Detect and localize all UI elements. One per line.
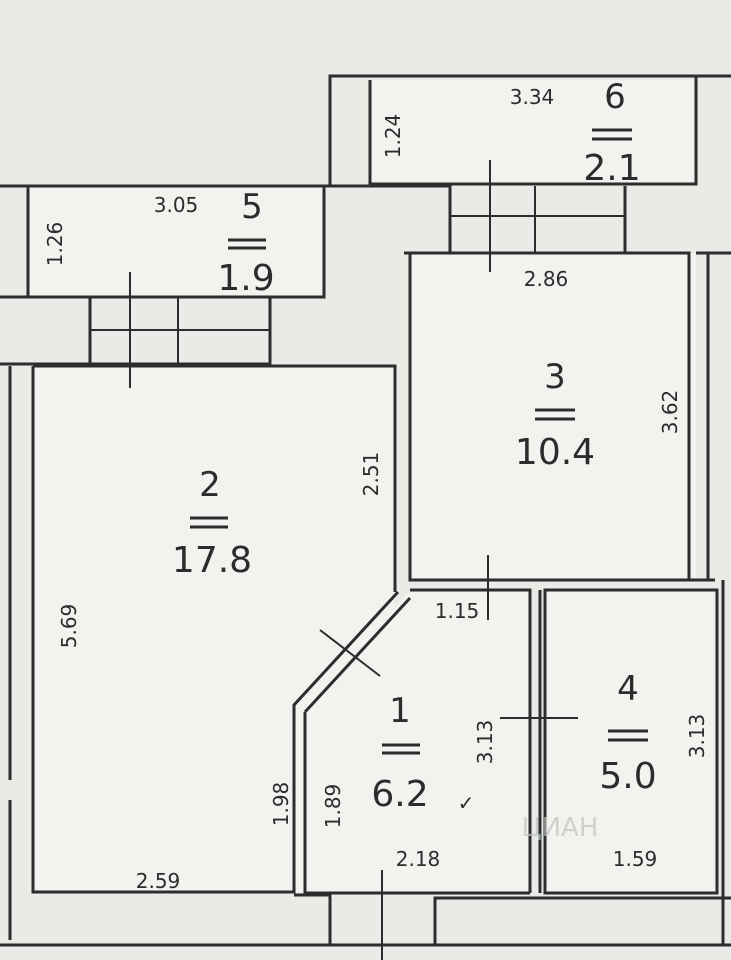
dim-1-89: 1.89 [321,784,345,829]
room-6-area: 2.1 [583,148,640,189]
room-5-floor [28,186,324,297]
room-4-number: 4 [617,669,639,709]
dim-2-86: 2.86 [524,267,569,291]
room-1-floor [305,590,530,893]
dim-2-18: 2.18 [396,847,441,871]
room-2-number: 2 [199,465,221,505]
room-3-area: 10.4 [515,432,595,473]
dim-2-51: 2.51 [359,452,383,497]
dim-2-59: 2.59 [136,869,181,893]
dim-1-26: 1.26 [43,222,67,267]
room-3-number: 3 [544,357,566,397]
walls [0,74,731,947]
window-marks [90,160,625,960]
room-4-area: 5.0 [599,756,656,797]
dim-3-13-room-4: 3.13 [685,714,709,759]
room-3-floor [410,253,696,580]
dim-1-15: 1.15 [435,599,480,623]
dim-3-34: 3.34 [510,85,555,109]
room-6-floor [370,80,696,184]
dim-1-98: 1.98 [269,782,293,827]
room-5-area: 1.9 [217,258,274,299]
dim-1-24: 1.24 [381,114,405,159]
dim-3-05: 3.05 [154,193,199,217]
room-1-number: 1 [389,691,411,731]
room-2-area: 17.8 [172,540,252,581]
dim-5-69: 5.69 [57,604,81,649]
watermark: ЦИАН [522,813,599,843]
dim-3-13-room-1: 3.13 [473,720,497,765]
room-5-number: 5 [241,187,263,227]
check-mark-icon: ✓ [458,791,475,815]
dim-1-59: 1.59 [613,847,658,871]
room-6-number: 6 [604,77,626,117]
area-equals-marks [190,128,648,755]
dim-3-62: 3.62 [658,390,682,435]
room-1-area: 6.2 [371,774,428,815]
